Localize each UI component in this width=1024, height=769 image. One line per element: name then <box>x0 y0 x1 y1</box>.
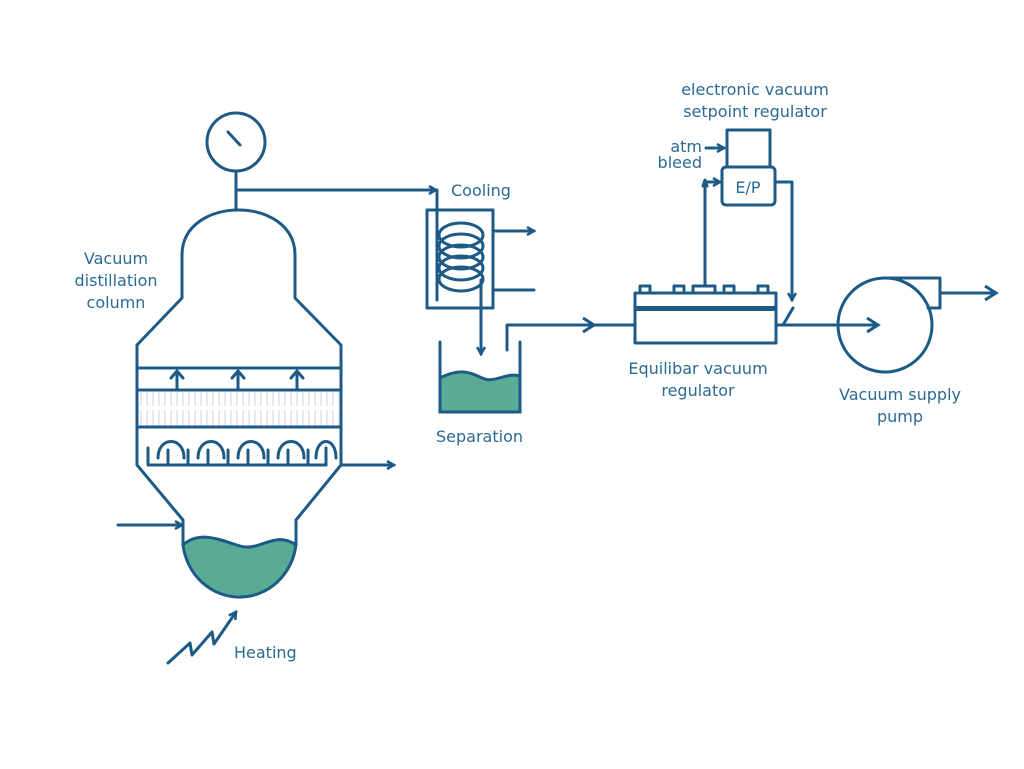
separation-label: Separation <box>436 427 523 446</box>
column-label: Vacuum distillation column <box>75 249 158 312</box>
svg-text:electronic vacuum: electronic vacuum <box>681 80 829 99</box>
svg-text:bleed: bleed <box>658 153 702 172</box>
vapor-line <box>234 188 439 302</box>
svg-text:Vacuum supply: Vacuum supply <box>839 385 961 404</box>
separator-vessel <box>438 340 522 414</box>
svg-text:Vacuum: Vacuum <box>84 249 148 268</box>
setpoint-controller: E/P <box>720 128 777 207</box>
cooler <box>425 208 534 310</box>
svg-text:Equilibar vacuum: Equilibar vacuum <box>628 359 767 378</box>
svg-text:regulator: regulator <box>661 381 735 400</box>
signal-line-out <box>774 180 792 300</box>
distillation-column <box>135 208 343 599</box>
vacuum-pump-icon <box>836 276 996 374</box>
svg-text:column: column <box>87 293 146 312</box>
signal-line-in <box>703 182 720 288</box>
cooling-label: Cooling <box>451 181 511 200</box>
setpoint-regulator-label: electronic vacuum setpoint regulator <box>681 80 829 121</box>
heating-zigzag-icon <box>166 612 238 665</box>
svg-text:pump: pump <box>877 407 923 426</box>
heating-label: Heating <box>234 643 297 662</box>
vacuum-line-arrow <box>505 325 594 352</box>
bubble-caps <box>146 440 338 467</box>
equilibar-regulator <box>633 284 778 345</box>
svg-text:distillation: distillation <box>75 271 158 290</box>
equilibar-label: Equilibar vacuum regulator <box>628 359 767 400</box>
atm-bleed-label: atm bleed <box>658 137 702 172</box>
svg-text:atm: atm <box>670 137 702 156</box>
pump-label: Vacuum supply pump <box>839 385 961 426</box>
pressure-gauge-icon <box>205 111 267 212</box>
svg-text:setpoint regulator: setpoint regulator <box>683 102 827 121</box>
ep-label: E/P <box>735 178 761 197</box>
up-arrow-icons <box>169 369 305 390</box>
column-bottom-liquid <box>181 535 298 599</box>
